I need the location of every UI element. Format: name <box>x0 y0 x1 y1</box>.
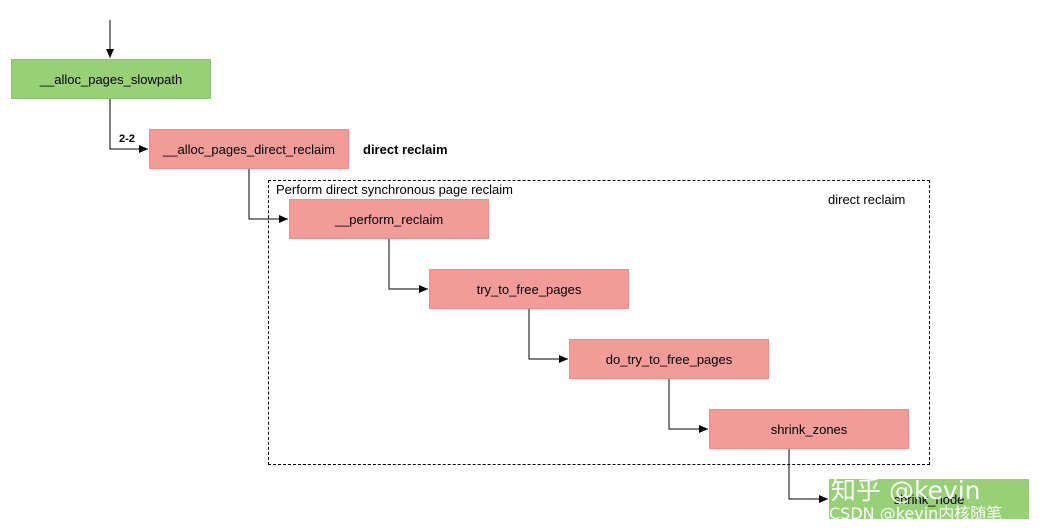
node-alloc-pages-slowpath[interactable]: __alloc_pages_slowpath <box>11 59 211 99</box>
edge-do-try-to-shrink-zones <box>668 379 708 433</box>
group-title: Perform direct synchronous page reclaim <box>276 182 513 197</box>
edge-slowpath-to-direct-reclaim <box>109 99 148 153</box>
group-tag: direct reclaim <box>828 192 906 207</box>
node-shrink-node[interactable]: shrink_node <box>893 491 965 507</box>
watermark-csdn: CSDN @kevin内核随笔 <box>829 504 1003 523</box>
edge-direct-reclaim-to-perform-reclaim <box>248 169 288 223</box>
watermark-background <box>829 479 1029 519</box>
edge-try-to-free-to-do-try <box>528 309 568 363</box>
node-shrink-zones[interactable]: shrink_zones <box>709 409 909 449</box>
node-do-try-to-free-pages[interactable]: do_try_to_free_pages <box>569 339 769 379</box>
node-perform-reclaim[interactable]: __perform_reclaim <box>289 199 489 239</box>
direct-reclaim-group <box>268 180 930 465</box>
edge-shrink-zones-to-shrink-node <box>788 449 828 503</box>
node-try-to-free-pages[interactable]: try_to_free_pages <box>429 269 629 309</box>
edge-perform-reclaim-to-try-to-free <box>388 239 428 293</box>
node-alloc-pages-direct-reclaim[interactable]: __alloc_pages_direct_reclaim <box>149 129 349 169</box>
edge-label-2-2: 2-2 <box>119 133 135 145</box>
direct-reclaim-label: direct reclaim <box>363 142 448 157</box>
watermark-zhihu: 知乎 @kevin <box>831 476 981 505</box>
